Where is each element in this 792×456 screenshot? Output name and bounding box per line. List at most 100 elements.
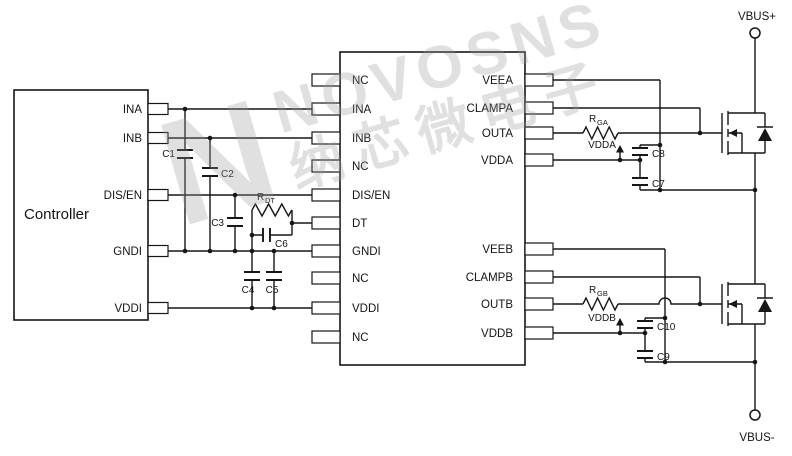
ic-pin-nc4 [311, 330, 341, 344]
controller-pin-gndi [147, 244, 169, 258]
driver-ic-right-pins [524, 73, 554, 340]
clampb-wire [553, 276, 701, 304]
controller-pin-labels: INA INB DIS/EN GNDI VDDI [104, 104, 143, 315]
veea-wire [553, 79, 755, 191]
ic-pin-vdda [524, 153, 554, 167]
ic-label-dt: DT [352, 218, 367, 230]
vddb-supply-arrow [616, 318, 624, 326]
ic-pin-ina [311, 102, 341, 116]
ic-pin-nc3 [311, 271, 341, 285]
outb-wire [553, 297, 722, 305]
ic-pin-veea [524, 73, 554, 87]
ic-pin-clampb [524, 270, 554, 284]
decoupling-chain-a [639, 144, 660, 190]
controller-label: Controller [24, 206, 89, 223]
mosfet-a-arrow [729, 129, 737, 137]
vbus-plus-terminal [749, 27, 761, 39]
driver-ic-right-labels: VEEA CLAMPA OUTA VDDA VEEB CLAMPB OUTB V… [466, 75, 514, 340]
ic-pin-veeb [524, 242, 554, 256]
label-vdda-net: VDDA [588, 140, 616, 151]
ic-label-nc1: NC [352, 75, 369, 87]
veeb-wire [553, 248, 755, 363]
ic-pin-dt [311, 216, 341, 230]
controller-pin-vddi [147, 301, 169, 315]
gate-drive-b [553, 248, 755, 363]
mosfet-a-body-diode [758, 128, 772, 141]
ic-label-gndi: GNDI [352, 246, 381, 258]
mosfet-b-arrow [729, 300, 737, 308]
vddb-wire [553, 325, 645, 334]
controller: Controller INA INB DIS/EN GNDI VDDI [13, 89, 169, 321]
controller-pin-label-gndi: GNDI [113, 246, 142, 258]
vbus-minus-terminal [749, 409, 761, 421]
ic-label-veeb: VEEB [482, 244, 513, 256]
ic-label-veea: VEEA [482, 75, 513, 87]
label-c2: C2 [221, 169, 234, 180]
label-rdt-sub: DT [265, 196, 275, 205]
ic-label-nc3: NC [352, 273, 369, 285]
controller-pin-label-inb: INB [123, 133, 143, 145]
ic-label-outa: OUTA [482, 128, 513, 140]
label-c4: C4 [242, 285, 255, 296]
label-rgb: R [589, 285, 596, 296]
driver-ic-left-pins [311, 73, 341, 344]
controller-pins [147, 102, 169, 315]
ic-pin-outb [524, 297, 554, 311]
junction-dots [182, 106, 758, 365]
input-wires [168, 108, 312, 309]
label-rga-sub: GA [597, 118, 608, 127]
label-c5: C5 [266, 285, 279, 296]
controller-pin-ina [147, 102, 169, 116]
ic-pin-gndi [311, 244, 341, 258]
label-vbus-plus: VBUS+ [738, 11, 776, 23]
ic-label-clampa: CLAMPA [467, 103, 514, 115]
label-vbus-minus: VBUS- [739, 432, 774, 444]
ic-pin-clampa [524, 101, 554, 115]
driver-ic-box [339, 51, 526, 366]
ic-pin-vddb [524, 326, 554, 340]
ic-pin-nc1 [311, 73, 341, 87]
label-rga: R [589, 114, 596, 125]
ic-label-nc2: NC [352, 161, 369, 173]
vdda-wire [553, 152, 640, 161]
ic-label-nc4: NC [352, 332, 369, 344]
mosfet-high-side [721, 111, 773, 155]
ic-label-vddb: VDDB [481, 328, 513, 340]
driver-ic: NC INA INB NC DIS/EN DT GNDI NC VDDI NC … [311, 51, 554, 366]
controller-pin-label-ina: INA [123, 104, 143, 116]
ic-label-vddi: VDDI [352, 303, 379, 315]
label-c7: C7 [652, 179, 665, 190]
controller-pin-label-disen: DIS/EN [104, 190, 142, 202]
ic-pin-outa [524, 126, 554, 140]
vdda-supply-arrow [616, 145, 624, 153]
label-c9: C9 [657, 352, 670, 363]
ic-pin-nc2 [311, 159, 341, 173]
label-rgb-sub: GB [597, 289, 608, 298]
controller-pin-label-vddi: VDDI [115, 303, 142, 315]
resistor-rgb [582, 296, 619, 312]
label-vddb-net: VDDB [588, 313, 616, 324]
ic-pin-disen [311, 188, 341, 202]
ic-pin-vddi [311, 301, 341, 315]
driver-ic-left-labels: NC INA INB NC DIS/EN DT GNDI NC VDDI NC [352, 75, 390, 344]
label-c6: C6 [275, 239, 288, 250]
resistor-rga [582, 125, 619, 141]
label-c8: C8 [652, 149, 665, 160]
controller-box [13, 89, 149, 321]
label-c10: C10 [657, 322, 676, 333]
label-rdt: R [257, 192, 264, 203]
component-labels: C1 C2 C3 C4 C5 C6 C8 C7 C10 C9 R DT R GA… [162, 11, 776, 444]
ic-label-disen: DIS/EN [352, 190, 390, 202]
ic-label-inb: INB [352, 133, 372, 145]
controller-pin-inb [147, 131, 169, 145]
mosfet-b-body-diode [758, 299, 772, 312]
ic-label-outb: OUTB [481, 299, 513, 311]
mosfet-half-bridge [721, 27, 773, 421]
label-c3: C3 [211, 218, 224, 229]
ic-label-ina: INA [352, 104, 372, 116]
ic-pin-inb [311, 131, 341, 145]
input-side-wires [168, 108, 312, 309]
clampa-wire [553, 107, 701, 133]
